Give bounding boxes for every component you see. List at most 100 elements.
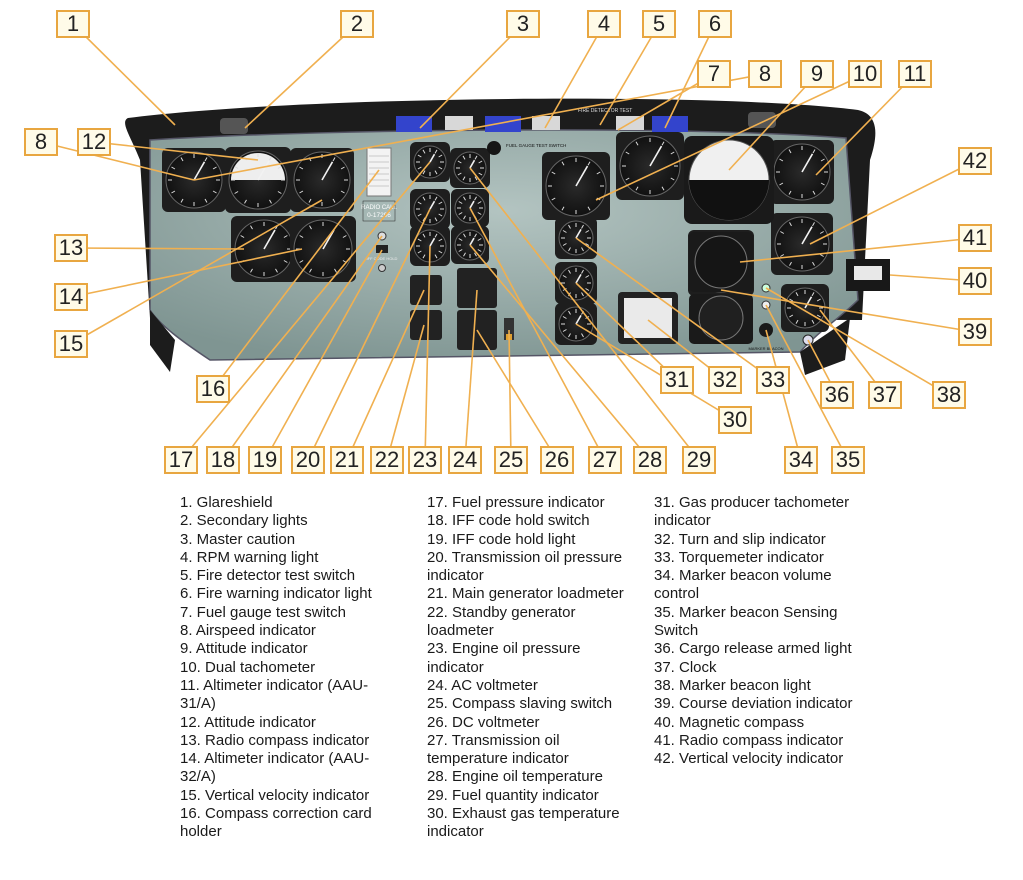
engine-oil-pressure-indicator-tick	[434, 233, 438, 238]
torquemeter-indicator-tick	[585, 230, 590, 233]
leader-line-38	[765, 287, 950, 396]
transmission-oil-pressure-indicator-tick	[434, 196, 438, 201]
transmission-oil-temp-indicator-tick	[477, 201, 482, 204]
attitude-indicator-large-ground	[689, 180, 769, 220]
vsi-upper-tick	[340, 190, 345, 194]
gas-producer-tachometer-tick	[562, 275, 567, 278]
gas-producer-tachometer-tick	[581, 269, 584, 274]
callout-30: 30	[718, 406, 752, 434]
legend-item: 20. Transmission oil pressure indicator	[427, 548, 623, 585]
altimeter-indicator-lower-tick	[299, 260, 304, 263]
transmission-oil-pressure-indicator-tick	[422, 196, 426, 201]
callout-23: 23	[408, 446, 442, 474]
fuel-pressure-indicator-tick	[438, 154, 443, 158]
airspeed-indicator-tick	[204, 198, 208, 203]
callout-17: 17	[164, 446, 198, 474]
fuel-quantity-indicator-tick	[474, 176, 478, 181]
warning-light-6	[652, 116, 688, 132]
altimeter-aau31-tick	[779, 182, 784, 186]
engine-oil-temp-indicator-needle	[469, 237, 475, 246]
transmission-oil-temp-indicator-tick	[463, 215, 466, 220]
legend-item: 19. IFF code hold light	[427, 530, 576, 548]
altimeter-indicator-lower-needle	[322, 229, 335, 250]
legend-item: 1. Glareshield	[180, 494, 273, 511]
altimeter-aau31-tick	[820, 182, 825, 186]
leader-line-14	[70, 248, 303, 298]
compass-card-holder	[366, 147, 392, 197]
fuel-gauge-test-switch[interactable]	[487, 141, 501, 155]
vsi-upper	[290, 148, 354, 212]
callout-8: 8	[748, 60, 782, 88]
leader-line-19	[264, 249, 383, 461]
legend-item: 26. DC voltmeter	[427, 713, 540, 731]
compass-slaving-switch-box[interactable]	[504, 318, 514, 340]
attitude-indicator-small-sky	[231, 153, 285, 180]
vertical-velocity-indicator-tick	[780, 254, 785, 257]
leader-line-15	[70, 199, 323, 345]
vertical-velocity-indicator-needle	[801, 226, 813, 245]
iff-code-hold-switch[interactable]	[376, 245, 388, 253]
attitude-indicator-small-tick	[234, 191, 239, 194]
gas-producer-tachometer-tick	[585, 288, 590, 291]
leader-line-2	[244, 23, 358, 129]
callout-6: 6	[698, 10, 732, 38]
engine-oil-temp-indicator-tick	[477, 249, 482, 252]
clock-needle	[804, 296, 813, 309]
engine-oil-pressure-indicator-tick	[417, 238, 422, 242]
dual-tachometer-tick	[587, 206, 591, 211]
legend-item: 38. Marker beacon light	[654, 676, 811, 694]
airspeed-indicator-right-tick	[670, 151, 675, 155]
legend-item: 33. Torquemeter indicator	[654, 548, 824, 566]
leader-line-33	[575, 237, 774, 381]
altimeter-aau31-needle	[801, 153, 814, 173]
clock-tick	[789, 298, 794, 302]
fuel-quantity-indicator-tick	[457, 160, 462, 164]
main-generator-loadmeter	[410, 275, 442, 305]
callout-28: 28	[633, 446, 667, 474]
torquemeter-indicator-tick	[568, 224, 571, 229]
leader-line-6	[664, 23, 716, 129]
radio-compass-indicator-tick	[250, 268, 253, 273]
legend-item: 22. Standby generator loadmeter	[427, 603, 576, 640]
transmission-oil-temp-indicator-tick	[474, 196, 477, 201]
airspeed-indicator-right-needle	[649, 145, 663, 167]
panel-left-leg	[150, 310, 175, 372]
fuel-pressure-indicator-tick	[434, 149, 438, 154]
callout-9: 9	[800, 60, 834, 88]
airspeed-indicator-right	[616, 132, 684, 200]
leader-line-5	[599, 23, 660, 126]
legend-item: 42. Vertical velocity indicator	[654, 750, 844, 768]
leader-line-26	[476, 329, 558, 461]
fuel-quantity-indicator-tick	[474, 155, 478, 160]
transmission-oil-temp-indicator-tick	[463, 196, 466, 201]
callout-7: 7	[697, 60, 731, 88]
dual-tachometer-tick	[551, 197, 556, 201]
callout-13: 13	[54, 234, 88, 262]
attitude-indicator-small-needle	[257, 160, 270, 181]
transmission-oil-pressure-indicator-tick	[434, 217, 438, 222]
engine-oil-temp-indicator-tick	[463, 252, 466, 257]
fuel-quantity-indicator-needle	[469, 159, 476, 169]
radio-compass-indicator-tick	[283, 260, 288, 263]
secondary-light-right	[748, 112, 776, 128]
callout-24: 24	[448, 446, 482, 474]
exhaust-gas-temp-indicator-tick	[568, 310, 571, 315]
legend-item: 5. Fire detector test switch	[180, 567, 356, 585]
legend-item: 17. Fuel pressure indicator	[427, 494, 605, 511]
engine-oil-temp-indicator-tick	[463, 233, 466, 238]
fuel-pressure-indicator-needle	[429, 153, 436, 163]
compass-slaving-switch[interactable]	[378, 264, 386, 272]
dual-tachometer-tick	[587, 161, 591, 166]
legend-item: 2. Secondary lights	[180, 512, 308, 530]
legend-item: 34. Marker beacon volume control	[654, 567, 832, 603]
legend-item: 4. RPM warning light	[180, 548, 319, 566]
fuel-pressure-indicator-tick	[417, 154, 422, 158]
callout-32: 32	[708, 366, 742, 394]
exhaust-gas-temp-indicator-tick	[562, 329, 567, 332]
radio-compass-indicator-needle	[263, 229, 276, 250]
vertical-velocity-indicator-tick	[819, 254, 824, 257]
radio-compass-large-face	[694, 235, 748, 289]
transmission-oil-pressure-indicator-tick	[438, 213, 443, 217]
legend-item: 13. Radio compass indicator	[180, 731, 370, 749]
